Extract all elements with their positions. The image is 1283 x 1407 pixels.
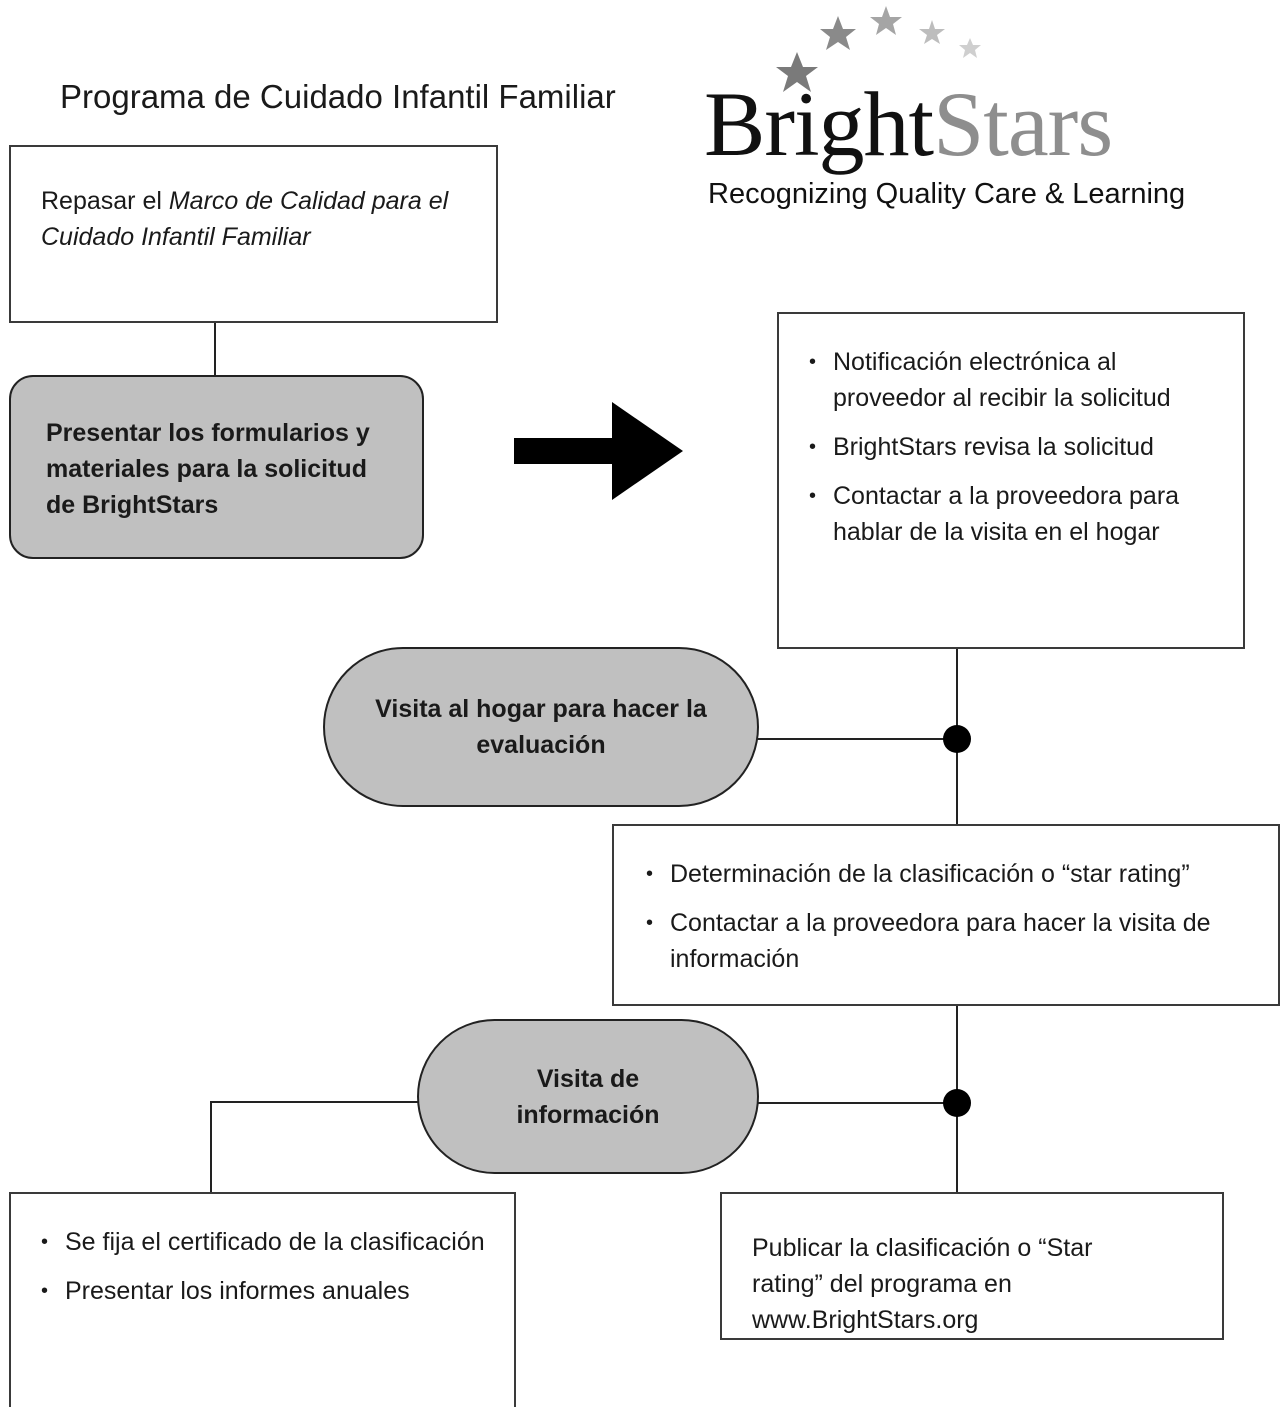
step-application-review: Notificación electrónica al proveedor al… [777,312,1245,649]
list-item: Notificación electrónica al proveedor al… [809,344,1223,416]
star-icon [820,16,856,50]
publish-text: Publicar la clasificación o “Star rating… [752,1234,1093,1334]
home-visit-text: Visita al hogar para hacer la evaluación [375,695,707,759]
list-item: Determinación de la clasificación o “sta… [646,856,1258,892]
star-icon [870,6,902,35]
list-item: BrightStars revisa la solicitud [809,429,1223,465]
list-item: Presentar los informes anuales [41,1273,494,1309]
step-publish-rating: Publicar la clasificación o “Star rating… [720,1192,1224,1340]
logo-tagline: Recognizing Quality Care & Learning [708,178,1186,210]
review-text: Repasar el [41,187,169,215]
brightstars-logo: BrightStars [704,72,1113,176]
step-submit-application: Presentar los formularios y materiales p… [9,375,424,559]
star-icon [959,38,981,58]
connector-infovisit-certificate [210,1101,420,1193]
application-review-list: Notificación electrónica al proveedor al… [809,344,1223,550]
rating-list: Determinación de la clasificación o “sta… [646,856,1258,977]
step-home-visit: Visita al hogar para hacer la evaluación [323,647,759,807]
list-item: Contactar a la proveedora para hablar de… [809,478,1223,550]
star-icon [776,52,818,92]
junction-dot-1 [943,725,971,753]
program-title: Programa de Cuidado Infantil Familiar [60,78,616,115]
step-info-visit: Visita de información [417,1019,759,1174]
submit-text: Presentar los formularios y materiales p… [46,419,370,519]
list-item: Contactar a la proveedora para hacer la … [646,905,1258,977]
junction-dot-2 [943,1089,971,1117]
logo-word-stars: Stars [933,73,1113,175]
logo-stars-icon [776,6,981,92]
list-item: Se fija el certificado de la clasificaci… [41,1224,494,1260]
right-arrow [514,402,683,500]
step-review-framework: Repasar el Marco de Calidad para el Cuid… [9,145,498,323]
review-text-italic: Marco de Calidad para el Cuidado Infanti… [41,187,449,251]
step-rating-determination: Determinación de la clasificación o “sta… [612,824,1280,1006]
step-certificate: Se fija el certificado de la clasificaci… [9,1192,516,1407]
info-visit-text: Visita de información [516,1064,660,1129]
star-icon [919,20,945,44]
logo-word-bright: Bright [704,73,934,175]
certificate-list: Se fija el certificado de la clasificaci… [41,1224,494,1309]
